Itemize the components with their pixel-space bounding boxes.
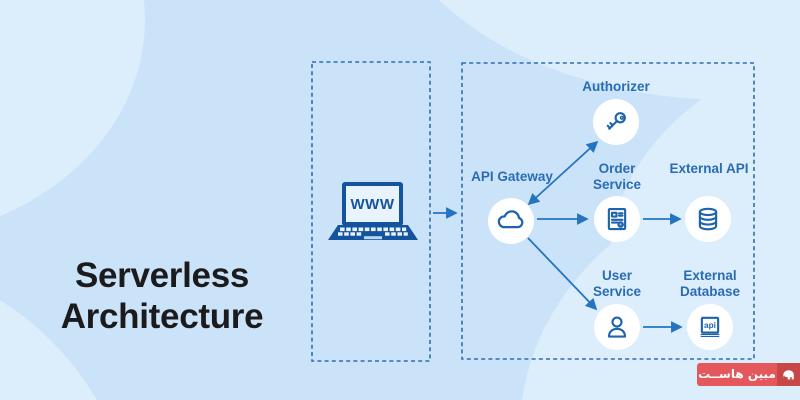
authorizer-node xyxy=(593,99,639,145)
watermark-badge: مبین هاســت xyxy=(697,363,800,386)
cloud-icon xyxy=(497,210,524,229)
user-service-label: User Service xyxy=(592,268,642,299)
database-icon xyxy=(698,207,718,231)
key-icon xyxy=(606,112,626,130)
api-icon-text: api xyxy=(704,321,716,330)
document-icon xyxy=(607,207,627,231)
www-label: WWW xyxy=(350,195,395,213)
api-screen-icon: api xyxy=(700,316,720,337)
external-database-label: External Database xyxy=(679,268,741,299)
laptop-icon: WWW xyxy=(328,176,418,246)
user-service-node xyxy=(594,304,640,350)
laptop-screen-inner: WWW xyxy=(346,186,399,222)
api-gateway-node xyxy=(488,198,534,244)
page-title: Serverless Architecture xyxy=(60,256,264,336)
authorizer-label: Authorizer xyxy=(582,79,650,94)
user-icon xyxy=(607,316,627,338)
order-service-node xyxy=(594,196,640,242)
elephant-icon xyxy=(777,363,800,386)
api-gateway-label: API Gateway xyxy=(471,169,553,184)
order-service-label: Order Service xyxy=(592,161,642,192)
client-dashed-box xyxy=(311,61,431,362)
serverless-dashed-box xyxy=(461,62,755,360)
external-api-label: External API xyxy=(669,161,749,176)
laptop-screen: WWW xyxy=(342,182,403,226)
edge-gateway-authorizer-bidirectional xyxy=(527,140,599,206)
laptop-keyboard xyxy=(328,225,418,240)
watermark-brand-text: مبین هاســت xyxy=(698,367,776,381)
external-api-node xyxy=(685,196,731,242)
edge-gateway-to-user-service xyxy=(527,237,598,311)
external-database-node: api xyxy=(687,304,733,350)
